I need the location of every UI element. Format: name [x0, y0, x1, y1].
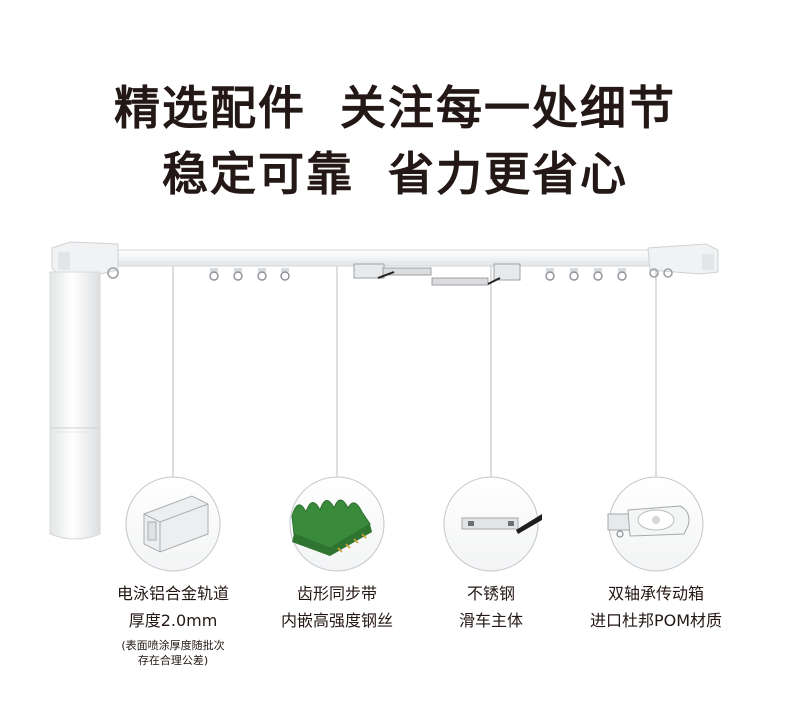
feature-caption-gearbox: 双轴承传动箱 进口杜邦POM材质 — [556, 580, 756, 634]
right-end-cap — [647, 243, 719, 278]
runner-hooks — [209, 268, 627, 281]
headline-line-2: 稳定可靠省力更省心 — [0, 138, 790, 204]
toothed-belt-icon — [291, 499, 372, 556]
feature-1-line-2: 厚度2.0mm — [128, 611, 218, 630]
feature-caption-glider: 不锈钢 滑车主体 — [401, 580, 581, 634]
headline-2-right: 省力更省心 — [388, 147, 628, 201]
feature-1-line-1: 电泳铝合金轨道 — [116, 584, 229, 603]
steel-glider-icon — [461, 514, 542, 534]
feature-3-line-1: 不锈钢 — [466, 584, 515, 603]
curtain-motor — [49, 271, 101, 540]
feature-4-line-2: 进口杜邦POM材质 — [589, 611, 723, 630]
feature-2-line-2: 内嵌高强度钢丝 — [280, 611, 393, 630]
feature-1-note-1: (表面喷涂厚度随批次 — [121, 639, 225, 652]
feature-3-line-2: 滑车主体 — [458, 611, 523, 630]
feature-caption-rail: 电泳铝合金轨道 厚度2.0mm (表面喷涂厚度随批次 存在合理公差) — [83, 580, 263, 668]
detail-circle-steel-glider — [443, 476, 542, 572]
glider-arms — [353, 263, 521, 286]
detail-circle-toothed-belt — [289, 476, 385, 572]
headline-2-left: 稳定可靠 — [162, 147, 354, 201]
feature-caption-belt: 齿形同步带 内嵌高强度钢丝 — [247, 580, 427, 634]
detail-circle-aluminum-rail — [125, 476, 221, 572]
feature-1-note-2: 存在合理公差) — [137, 654, 209, 667]
headline-1-right: 关注每一处细节 — [340, 81, 676, 135]
headline-1-left: 精选配件 — [114, 81, 306, 135]
gearbox-icon — [607, 505, 690, 538]
feature-2-line-1: 齿形同步带 — [296, 584, 377, 603]
feature-4-line-1: 双轴承传动箱 — [607, 584, 704, 603]
aluminum-rail-icon — [143, 495, 209, 553]
left-end-cap — [51, 241, 119, 279]
headline-line-1: 精选配件关注每一处细节 — [0, 72, 790, 138]
leader-lines — [172, 266, 657, 478]
detail-circle-gearbox — [607, 476, 704, 572]
